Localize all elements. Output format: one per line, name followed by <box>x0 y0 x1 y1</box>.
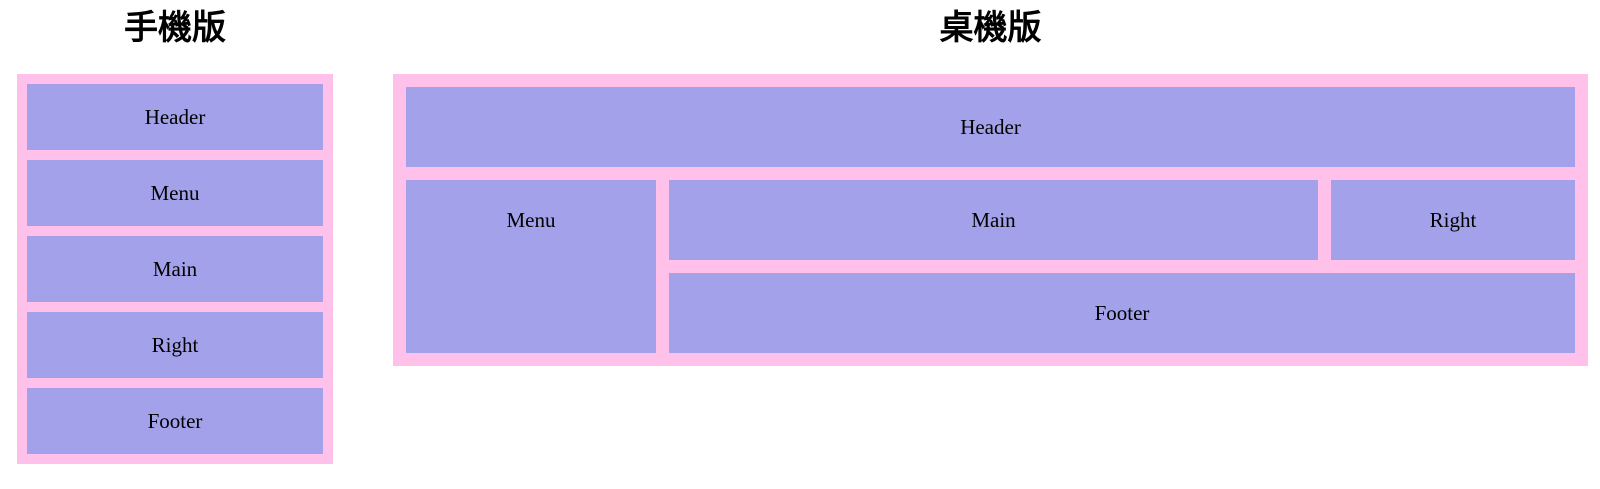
desktop-wireframe-container: Header Menu Main Right Footer <box>393 74 1588 366</box>
mobile-menu-box: Menu <box>27 160 323 226</box>
mobile-layout-panel: 手機版 Header Menu Main Right Footer <box>17 0 333 464</box>
desktop-footer-box: Footer <box>669 273 1575 353</box>
mobile-footer-box: Footer <box>27 388 323 454</box>
mobile-main-label: Main <box>152 257 198 281</box>
desktop-header-box: Header <box>406 87 1575 167</box>
mobile-right-box: Right <box>27 312 323 378</box>
mobile-header-box: Header <box>27 84 323 150</box>
mobile-right-label: Right <box>151 333 199 357</box>
desktop-footer-label: Footer <box>1094 301 1150 325</box>
desktop-menu-label: Menu <box>506 208 556 232</box>
desktop-layout-panel: 桌機版 Header Menu Main Right Footer <box>393 0 1588 366</box>
desktop-right-label: Right <box>1429 208 1477 232</box>
mobile-footer-label: Footer <box>147 409 203 433</box>
mobile-header-label: Header <box>144 105 206 129</box>
desktop-layout-title: 桌機版 <box>939 9 1042 47</box>
desktop-menu-box: Menu <box>406 180 656 353</box>
mobile-layout-title: 手機版 <box>124 9 226 47</box>
desktop-right-box: Right <box>1331 180 1575 260</box>
mobile-menu-label: Menu <box>150 181 200 205</box>
desktop-main-box: Main <box>669 180 1318 260</box>
desktop-header-label: Header <box>960 115 1021 139</box>
mobile-main-box: Main <box>27 236 323 302</box>
desktop-main-label: Main <box>971 208 1016 232</box>
mobile-wireframe-container: Header Menu Main Right Footer <box>17 74 333 464</box>
